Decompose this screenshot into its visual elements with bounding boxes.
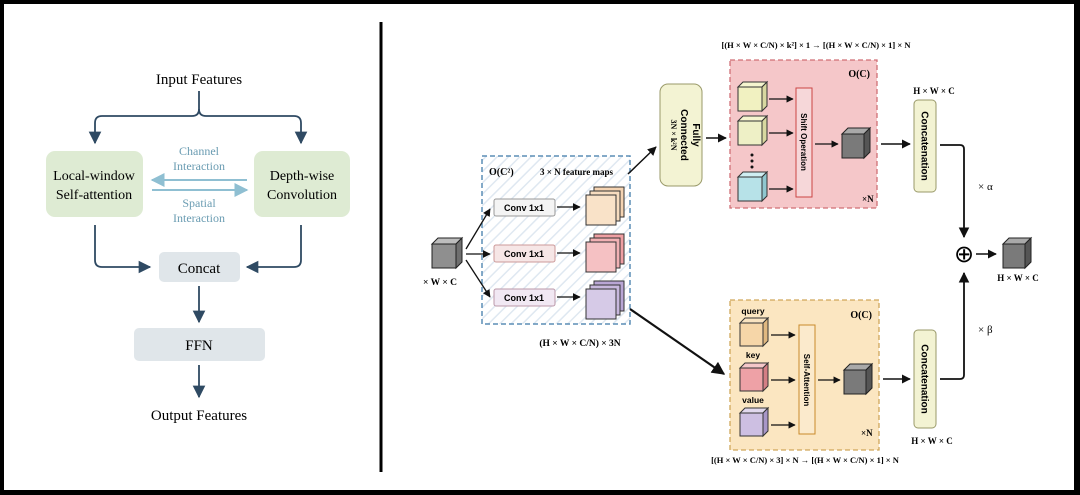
conv-box-3 <box>493 288 556 307</box>
top-complexity: O(C) <box>848 69 870 80</box>
query-cube <box>738 316 770 348</box>
value-label: value <box>742 395 764 405</box>
depthwise-label-2: Convolution <box>267 188 337 203</box>
input-dim-label: × W × C <box>423 278 457 288</box>
arrow-depth-to-concat <box>245 225 302 274</box>
concat-top-box <box>913 99 937 193</box>
shift-operation-label: Shift Operation <box>799 113 808 171</box>
local-window-label-1: Local-window <box>53 169 136 184</box>
top-out-dim: H × W × C <box>913 86 954 96</box>
key-cube <box>738 361 770 393</box>
channel-interaction-2: Interaction <box>173 159 225 173</box>
top-formula: [(H × W × C/N) × k²] × 1 → [(H × W × C/N… <box>722 40 912 50</box>
shift-output-cube <box>840 126 872 160</box>
figure-canvas: Input Features Local-window Self-attenti… <box>4 4 1074 490</box>
bottom-times-n: ×N <box>861 428 873 438</box>
bottom-formula: [(H × W × C/N) × 3] × N → [(H × W × C/N)… <box>711 455 900 465</box>
shift-cube-1 <box>736 80 769 113</box>
conv-output-dim: (H × W × C/N) × 3N <box>539 338 620 349</box>
final-output-cube-icon <box>1001 236 1033 270</box>
fully-connected-box <box>659 83 703 187</box>
self-attention-box <box>798 324 816 435</box>
alpha-label: × α <box>978 181 993 193</box>
ffn-label: FFN <box>185 338 213 354</box>
complexity-c2: O(C²) <box>489 167 514 178</box>
right-diagram: × W × C O(C²) 3 × N feature maps Conv 1x… <box>423 40 1039 465</box>
alpha-arrow <box>940 144 970 239</box>
plus-icon: ⊕ <box>954 241 974 268</box>
diagram-svg: Input Features Local-window Self-attenti… <box>46 22 1039 472</box>
bottom-out-dim: H × W × C <box>911 436 952 446</box>
beta-arrow <box>940 271 970 380</box>
feature-map-stack-orange <box>585 186 625 226</box>
concat-label: Concat <box>178 261 221 277</box>
shift-operation-box <box>795 87 813 198</box>
arrow-local-to-concat <box>94 225 152 274</box>
arrow-to-local-window <box>88 108 200 145</box>
conv-label-3: Conv 1x1 <box>504 293 544 303</box>
concat-bottom-box <box>913 329 937 429</box>
depthwise-box <box>254 151 350 217</box>
value-cube <box>738 406 770 438</box>
fc-label-1: Fully <box>690 123 701 147</box>
self-attention-label: Self-Attention <box>802 354 811 407</box>
spatial-interaction-1: Spatial <box>182 196 216 210</box>
shift-cube-3 <box>736 170 769 203</box>
concat-top-label: Concatenation <box>919 111 930 180</box>
ffn-box <box>134 328 265 361</box>
depthwise-label-1: Depth-wise <box>270 169 335 184</box>
conv-label-1: Conv 1x1 <box>504 203 544 213</box>
output-features-label: Output Features <box>151 408 247 424</box>
conv-label-2: Conv 1x1 <box>504 249 544 259</box>
feature-maps-label: 3 × N feature maps <box>540 167 613 177</box>
local-window-label-2: Self-attention <box>56 188 132 203</box>
concat-bottom-label: Concatenation <box>919 344 930 413</box>
bottom-complexity: O(C) <box>850 310 872 321</box>
shift-cube-2 <box>736 114 769 147</box>
fc-dim: 3N × k²N <box>669 120 678 151</box>
beta-label: × β <box>978 324 993 336</box>
conv-box-2 <box>493 244 556 263</box>
conv-box-1 <box>493 198 556 217</box>
key-label: key <box>746 350 760 360</box>
spatial-interaction-2: Interaction <box>173 211 225 225</box>
arrow-to-depthwise <box>198 108 308 145</box>
arrow-to-attention <box>629 308 726 375</box>
left-diagram: Input Features Local-window Self-attenti… <box>46 72 350 424</box>
top-times-n: ×N <box>862 194 874 204</box>
input-features-label: Input Features <box>156 72 242 88</box>
feature-map-stack-purple <box>585 280 625 320</box>
final-dim: H × W × C <box>997 273 1038 283</box>
svg-text:FullyConnected: FullyConnected <box>678 109 701 161</box>
feature-map-stack-pink <box>585 233 625 273</box>
concat-box <box>159 252 240 282</box>
channel-interaction-1: Channel <box>179 144 220 158</box>
fc-label-2: Connected <box>678 109 689 161</box>
attention-output-cube <box>842 362 874 396</box>
query-label: query <box>741 306 764 316</box>
local-window-box <box>46 151 143 217</box>
input-cube-icon <box>430 236 464 270</box>
